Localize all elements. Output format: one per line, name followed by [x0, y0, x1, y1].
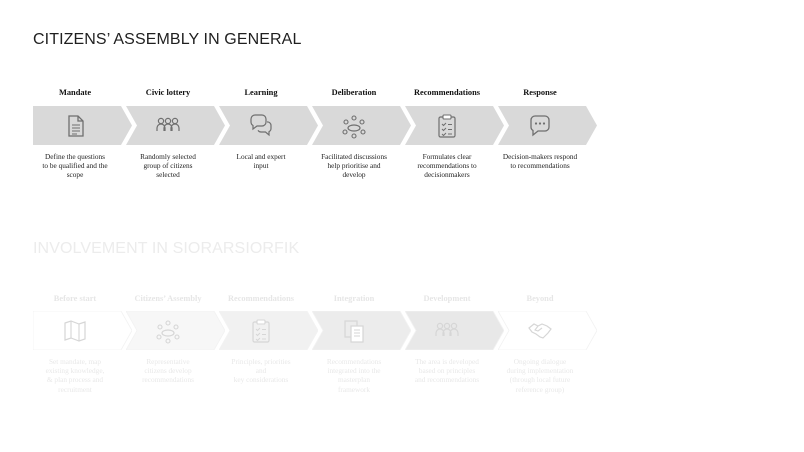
chevron-arrow	[312, 106, 411, 145]
step-label: Development	[423, 294, 471, 303]
step-label: Beyond	[526, 294, 554, 303]
step-description-line: recommendations to	[417, 161, 477, 171]
step-description-line: existing knowledge,	[45, 366, 105, 376]
step-label: Mandate	[58, 88, 92, 97]
section-title-general: CITIZENS’ ASSEMBLY IN GENERAL	[33, 31, 302, 48]
step-description-line: framework	[337, 384, 370, 394]
chevron-arrow	[126, 106, 225, 145]
step-description-line: masterplan	[337, 375, 370, 385]
step-description-line: and	[255, 366, 267, 376]
step-description-line: scope	[66, 170, 84, 180]
step-label: Before start	[53, 294, 97, 303]
chevron-arrow	[498, 106, 597, 145]
step-description-line: The area is developed	[415, 357, 479, 366]
step-description-line: to recommendations	[510, 161, 570, 171]
step-description-line: Representative	[146, 357, 190, 366]
step-description-line: Facilitated discussions	[321, 152, 387, 161]
step-description-line: Formulates clear	[422, 152, 472, 161]
step-description-line: help prioritise and	[327, 161, 381, 171]
step-description-line: key considerations	[233, 375, 289, 385]
chevron-arrow	[33, 311, 132, 350]
step-description-line: Decision-makers respond	[502, 152, 578, 161]
documents-icon	[341, 318, 367, 344]
step-label: Citizens’ Assembly	[134, 294, 202, 303]
chat-bubble-icon	[527, 113, 553, 139]
step-label: Learning	[244, 88, 278, 97]
clipboard-checklist-icon	[434, 113, 460, 139]
step-description-line: recommendations	[142, 375, 194, 385]
step-description-line: Local and expert	[236, 152, 286, 161]
people-group-icon	[155, 113, 181, 139]
step-label: Recommendations	[413, 88, 481, 97]
step-description-line: selected	[156, 170, 180, 180]
document-icon	[62, 113, 88, 139]
step-description-line: group of citizens	[143, 161, 193, 171]
step-description-line: integrated into the	[327, 366, 381, 376]
step-description-line: based on principles	[418, 366, 476, 376]
step-description-line: and recommendations	[414, 375, 480, 385]
chevron-arrow	[405, 311, 504, 350]
step-description-line: Randomly selected	[140, 152, 196, 161]
step-description-line: recruitment	[58, 384, 92, 394]
step-description-line: input	[253, 161, 269, 171]
step-label: Response	[523, 88, 557, 97]
speech-bubbles-icon	[248, 113, 274, 139]
step-label: Integration	[333, 294, 375, 303]
round-table-icon	[155, 318, 181, 344]
step-label: Deliberation	[331, 88, 377, 97]
step-description-line: Ongoing dialogue	[513, 357, 567, 366]
step-description-line: Define the questions	[45, 152, 105, 161]
step-description-line: citizens develop	[144, 366, 192, 376]
step-description-line: Set mandate, map	[48, 357, 102, 366]
step-label: Civic lottery	[145, 88, 191, 97]
handshake-icon	[527, 318, 553, 344]
step-description-line: Recommendations	[326, 357, 382, 366]
chevron-arrow	[498, 311, 597, 350]
map-icon	[62, 318, 88, 344]
step-description-line: to be qualified and the	[42, 161, 108, 171]
step-description-line: reference group)	[515, 384, 565, 394]
step-description-line: decisionmakers	[424, 170, 470, 180]
section-title-siorarsiorfik: INVOLVEMENT IN SIORARSIORFIK	[33, 240, 300, 257]
people-group-icon	[434, 318, 460, 344]
step-description-line: & plan process and	[46, 375, 104, 385]
step-description-line: develop	[342, 170, 366, 180]
step-label: Recommendations	[227, 294, 295, 303]
step-description-line: Principles, priorities	[231, 357, 291, 366]
chevron-arrow	[219, 106, 318, 145]
chevron-arrow	[126, 311, 225, 350]
step-description-line: during implementation	[506, 366, 574, 376]
clipboard-checklist-icon	[248, 318, 274, 344]
round-table-icon	[341, 113, 367, 139]
step-description-line: (through local future	[509, 375, 571, 385]
